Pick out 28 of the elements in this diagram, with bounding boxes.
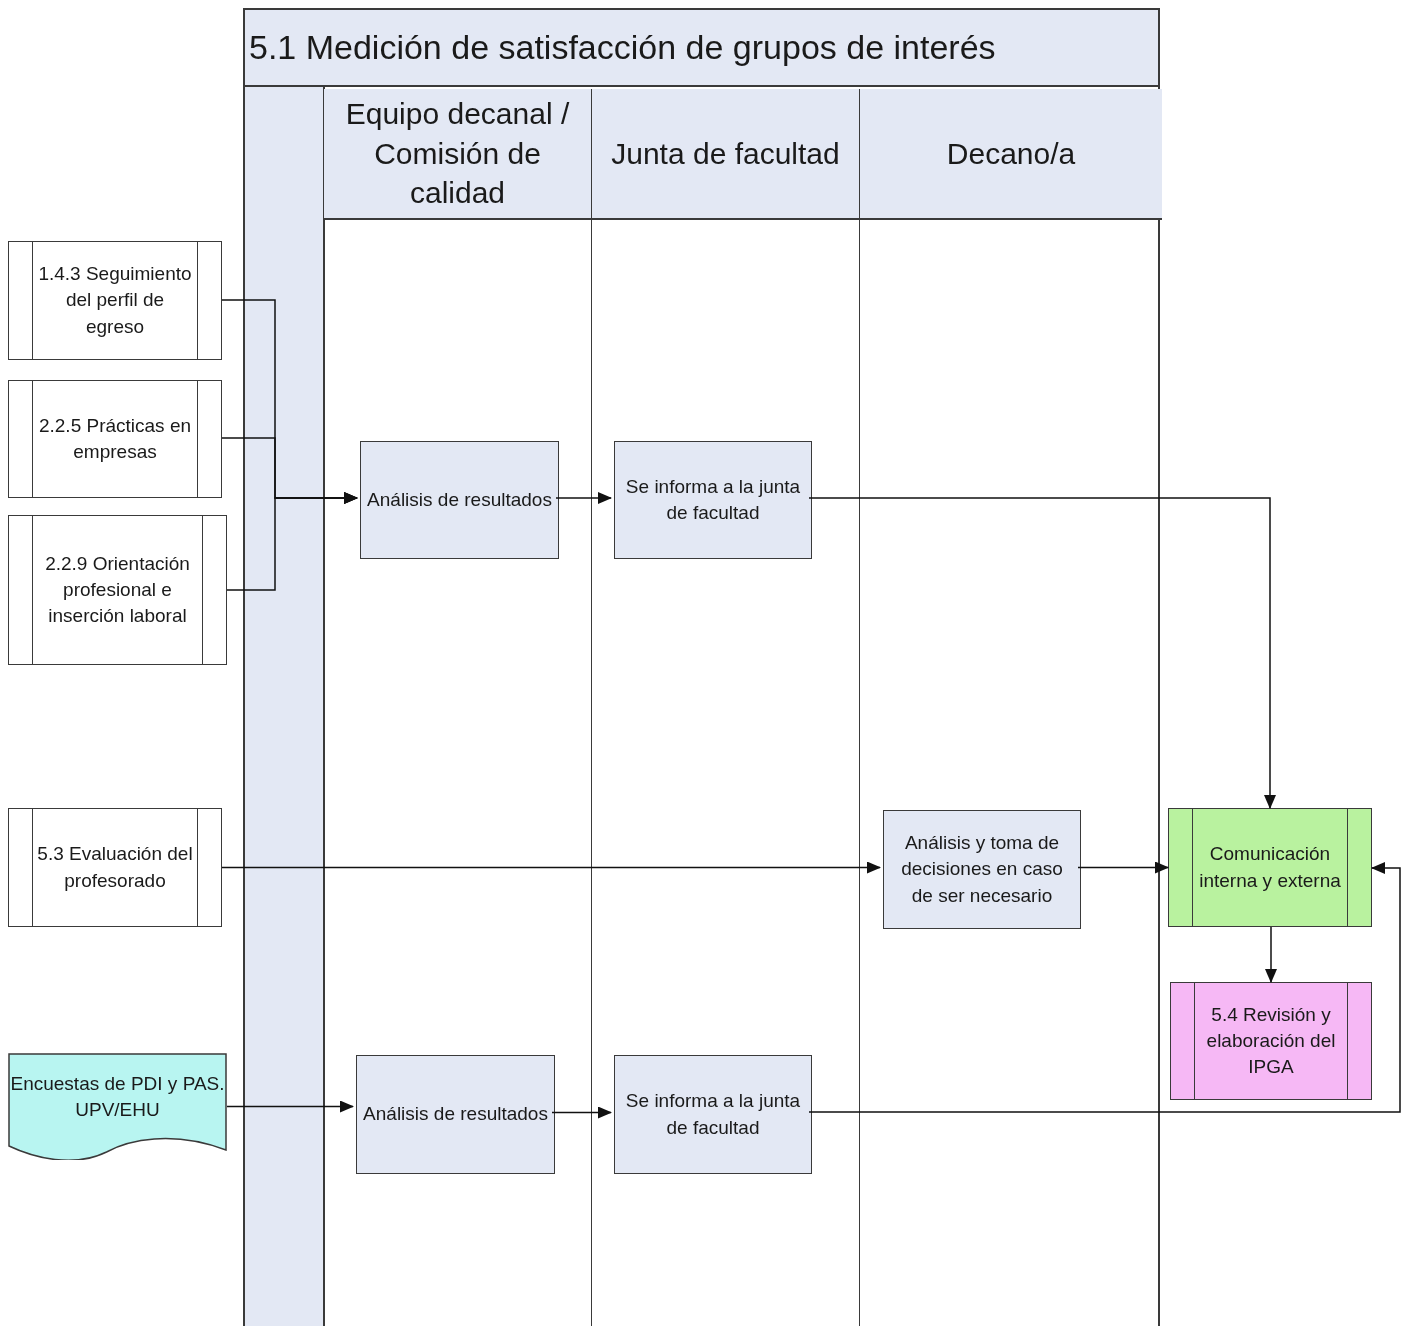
subprocess-box: 2.2.5 Prácticas en empresas xyxy=(8,380,222,498)
arrow xyxy=(808,497,1276,809)
document-shape: Encuestas de PDI y PAS. UPV/EHU xyxy=(8,1053,227,1160)
subprocess-box: Comunicación interna y externa xyxy=(1168,808,1372,927)
process-box: Se informa a la junta de facultad xyxy=(614,441,812,559)
process-box: Se informa a la junta de facultad xyxy=(614,1055,812,1174)
arrow xyxy=(1265,926,1277,983)
process-box: Análisis de resultados xyxy=(356,1055,555,1174)
arrow xyxy=(226,492,358,591)
lane-header: Junta de facultad xyxy=(592,89,859,220)
arrow xyxy=(221,861,881,874)
subprocess-box: 2.2.9 Orientación profesional e inserción laboral xyxy=(8,515,227,665)
arrow xyxy=(808,862,1401,1113)
swimlane-lane xyxy=(591,89,859,1326)
arrow xyxy=(551,1106,612,1119)
subprocess-box: 1.4.3 Seguimiento del perfil de egreso xyxy=(8,241,222,360)
swimlane-lane xyxy=(859,89,1162,1326)
process-box: Análisis de resultados xyxy=(360,441,559,559)
arrow xyxy=(1077,861,1169,874)
swimlane-pool xyxy=(243,8,1160,1326)
process-box: Análisis y toma de decisiones en caso de ser necesario xyxy=(883,810,1081,929)
lane-header: Decano/a xyxy=(860,89,1162,220)
lane-header: Equipo decanal / Comisión de calidad xyxy=(324,89,591,220)
pool-title: 5.1 Medición de satisfacción de grupos de interés xyxy=(245,10,1158,87)
subprocess-box: 5.4 Revisión y elaboración del IPGA xyxy=(1170,982,1372,1100)
arrow xyxy=(555,492,612,504)
arrow xyxy=(226,1100,354,1113)
subprocess-box: 5.3 Evaluación del profesorado xyxy=(8,808,222,927)
